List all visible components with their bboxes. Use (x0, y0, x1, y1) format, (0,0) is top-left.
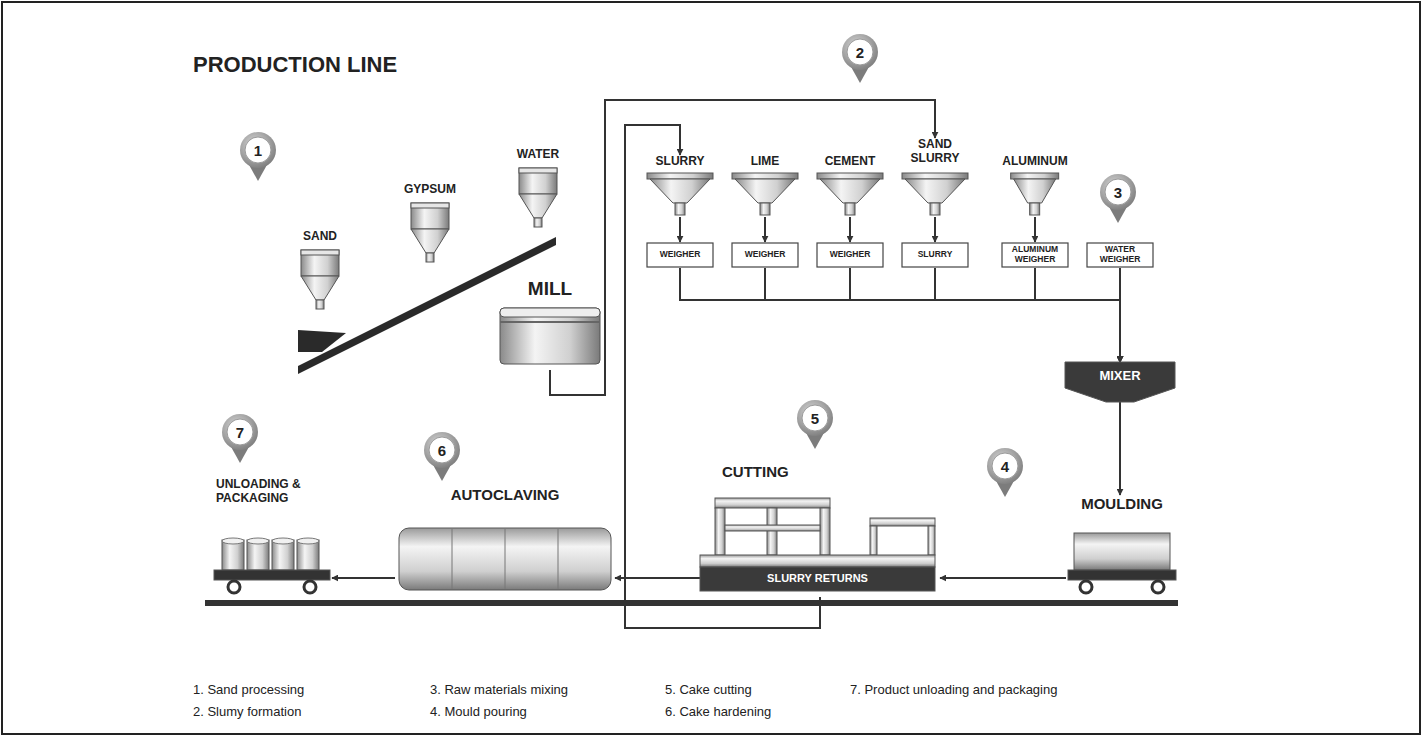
raw-material-hopper: WATER (503, 148, 573, 232)
weigher-box: WEIGHER (816, 242, 884, 268)
callout-number: 1 (254, 142, 262, 159)
dosing-hopper: SAND SLURRY (898, 138, 972, 217)
callout-number: 7 (236, 424, 244, 441)
callout-pin (1100, 174, 1136, 223)
flow-arrow (550, 100, 935, 395)
weigher-box: WEIGHER (731, 242, 799, 268)
dosing-hopper: CEMENT (813, 155, 887, 217)
flow-arrow (934, 217, 936, 242)
ball-mill: MILL (495, 278, 605, 370)
flow-arrow (1119, 268, 1121, 362)
raw-material-hopper: SAND (285, 230, 355, 312)
legend-note: 3. Raw materials mixing (430, 682, 568, 697)
flow-arrow (332, 577, 395, 579)
callout-pin (222, 414, 258, 463)
callout-pin (424, 432, 460, 481)
cutting-machine: CUTTING SLURRY RETURNS (700, 463, 940, 597)
callout-number: 3 (1114, 184, 1122, 201)
node-label: WEIGHER (830, 250, 871, 260)
node-label: UNLOADING & PACKAGING (216, 478, 320, 506)
flow-arrow (940, 577, 1066, 579)
node-label: AUTOCLAVING (451, 486, 560, 503)
node-label: MILL (528, 278, 572, 300)
callout-number: 4 (1001, 458, 1009, 475)
callout-pin (240, 132, 276, 181)
callout-number: 6 (438, 442, 446, 459)
node-label: ALUMINUM (1002, 155, 1067, 169)
weigher-box: WEIGHER (646, 242, 714, 268)
node-label: CEMENT (825, 155, 876, 169)
node-sublabel: SLURRY RETURNS (767, 572, 868, 585)
callout-number: 5 (811, 410, 819, 427)
flow-arrow (764, 217, 766, 242)
node-label: LIME (751, 155, 780, 169)
flow-arrow (679, 217, 681, 242)
diagram-title: PRODUCTION LINE (193, 52, 397, 78)
weigher-box: WATER WEIGHER (1086, 242, 1154, 268)
dosing-hopper: LIME (728, 155, 802, 217)
legend-note: 7. Product unloading and packaging (850, 682, 1057, 697)
mixer: MIXER (1065, 362, 1175, 402)
flow-arrow (625, 125, 820, 628)
flow-arrow (849, 217, 851, 242)
dosing-hopper: ALUMINUM (998, 155, 1071, 217)
node-label: GYPSUM (404, 183, 456, 197)
autoclave: AUTOCLAVING (395, 486, 615, 594)
node-label: WEIGHER (745, 250, 786, 260)
flow-arrow (680, 268, 1120, 362)
node-label: WEIGHER (660, 250, 701, 260)
raw-material-hopper: GYPSUM (395, 183, 465, 265)
flow-arrow (850, 268, 1120, 362)
node-label: SLURRY (656, 155, 705, 169)
legend-note: 1. Sand processing (193, 682, 304, 697)
node-label: WATER WEIGHER (1090, 245, 1150, 265)
flow-arrow (1035, 268, 1120, 362)
flow-arrow (1034, 217, 1036, 242)
node-label: SAND (303, 230, 337, 244)
weigher-box: SLURRY (901, 242, 969, 268)
packaging-cart: UNLOADING & PACKAGING (212, 478, 332, 596)
mould-cart: MOULDING (1066, 495, 1178, 595)
callout-pin (797, 400, 833, 449)
node-label: SAND SLURRY (905, 138, 965, 166)
node-label: MIXER (1099, 369, 1140, 384)
node-label: WATER (517, 148, 559, 162)
node-label: SLURRY (918, 250, 953, 260)
node-label: CUTTING (722, 463, 789, 480)
dosing-hopper: SLURRY (643, 155, 717, 217)
node-label: MOULDING (1081, 495, 1163, 512)
callout-pin (987, 448, 1023, 497)
rail-track (205, 600, 1178, 606)
callout-pin (842, 34, 878, 83)
legend-note: 4. Mould pouring (430, 704, 527, 719)
flow-arrow (615, 577, 700, 579)
legend-note: 6. Cake hardening (665, 704, 771, 719)
callout-number: 2 (856, 44, 864, 61)
flow-arrow (765, 268, 1120, 362)
weigher-box: ALUMINUM WEIGHER (1001, 242, 1069, 268)
legend-note: 2. Slumy formation (193, 704, 301, 719)
flow-arrow (1119, 402, 1121, 495)
node-label: ALUMINUM WEIGHER (1005, 245, 1065, 265)
legend-note: 5. Cake cutting (665, 682, 752, 697)
callout-pins (222, 34, 1136, 497)
flow-arrow (935, 268, 1120, 362)
